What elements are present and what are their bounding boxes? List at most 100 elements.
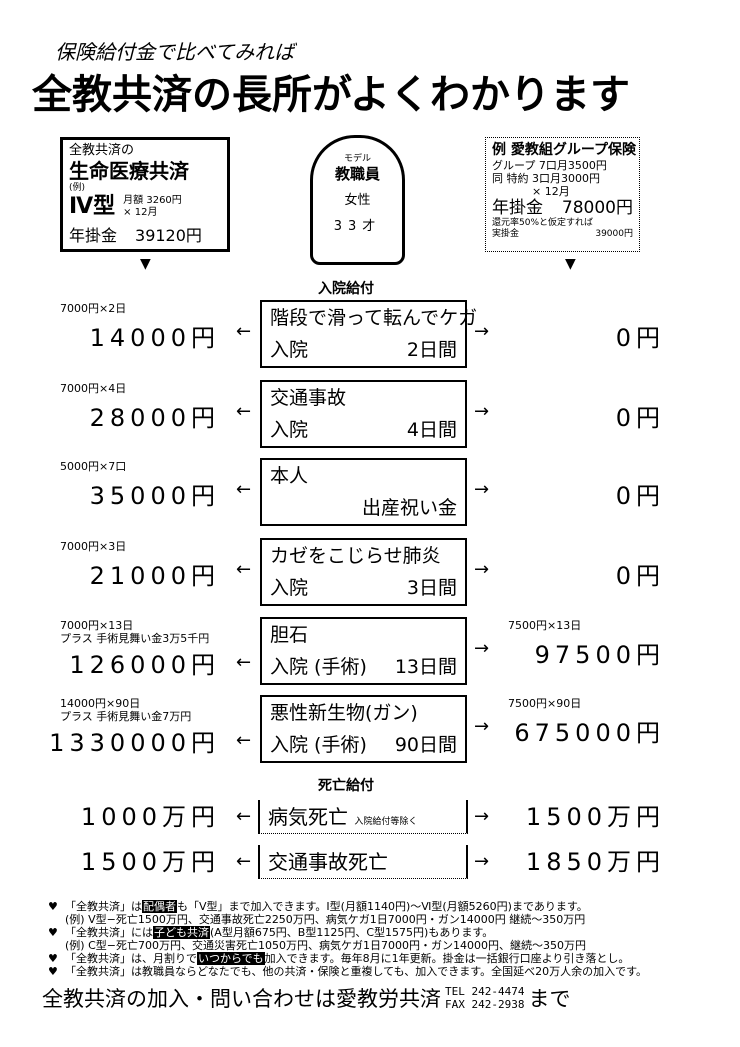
subtitle: 保険給付金で比べてみれば <box>55 40 295 64</box>
note-line: (例) C型−死亡700万円、交通災害死亡1050万円、病気ケガ1日7000円・… <box>65 939 647 952</box>
fax-label: FAX <box>445 998 465 1011</box>
note-text: 加入できます。毎年8月に1年更新。掛金は一括銀行口座より引き落とし。 <box>264 952 630 965</box>
note-line: ♥「全教共済」は配偶者も「V型」まで加入できます。Ⅰ型(月額1140円)～Ⅵ型(… <box>48 900 647 913</box>
plan-line: グループ 7口月3500円 <box>492 159 607 172</box>
case-title: カゼをこじらせ肺炎 <box>270 545 441 567</box>
tel-label: TEL <box>445 985 465 998</box>
heart-icon: ♥ <box>48 965 58 978</box>
model-figure: モデル 教職員 女性 33才 <box>310 135 405 265</box>
left-value: 14000円 <box>89 324 220 352</box>
death-box: 病気死亡 入院給付等除く <box>258 800 468 834</box>
plan-name: 生命医療共済 <box>69 159 189 183</box>
death-note: 入院給付等除く <box>354 817 418 827</box>
case-sub-right: 90日間 <box>394 734 457 756</box>
arrow-right-icon: → <box>474 638 490 659</box>
note-text: (例) V型−死亡1500万円、交通事故死亡2250万円、病気ケガ1日7000円… <box>65 913 586 926</box>
left-value: 28000円 <box>89 404 220 432</box>
note-highlight: 子ども共済 <box>153 926 210 939</box>
left-formula: 14000円×90日 プラス 手術見舞い金7万円 <box>60 697 192 723</box>
note-line: ♥ 「全教共済」は教職員ならどなたでも、他の共済・保険と重複しても、加入できます。… <box>48 965 648 978</box>
arrow-right-icon: → <box>474 716 490 737</box>
footer-text: 全教共済の加入・問い合わせは愛教労共済 <box>42 987 441 1011</box>
model-age: 33才 <box>333 219 382 234</box>
arrow-right-icon: → <box>474 806 490 827</box>
death-box: 交通事故死亡 <box>258 845 468 879</box>
model-gender: 女性 <box>344 193 371 208</box>
case-sub-left: 入院 <box>270 577 309 599</box>
note-line: (例) V型−死亡1500万円、交通事故死亡2250万円、病気ケガ1日7000円… <box>65 913 647 926</box>
plan-times: × 12月 <box>123 207 158 218</box>
arrow-right-icon: → <box>474 401 490 422</box>
note-text: 「全教共済」は <box>65 900 142 913</box>
case-title: 交通事故 <box>270 387 347 409</box>
plan-monthly: 月額 3260円 <box>123 195 182 206</box>
case-sub-right: 2日間 <box>406 339 457 361</box>
notes: ♥「全教共済」は配偶者も「V型」まで加入できます。Ⅰ型(月額1140円)～Ⅵ型(… <box>48 900 648 978</box>
case-title: 本人 <box>270 465 309 487</box>
left-value: 126000円 <box>69 651 220 679</box>
arrow-right-icon: → <box>474 559 490 580</box>
right-value: 0円 <box>615 404 665 432</box>
note-line: ♥ 「全教共済」は、月割りでいつからでも加入できます。毎年8月に1年更新。掛金は一… <box>48 952 647 965</box>
case-title: 階段で滑って転んでケガ <box>270 307 478 329</box>
section-death: 死亡給付 <box>318 778 374 794</box>
arrow-left-icon: ← <box>236 851 252 872</box>
plan-type: Ⅳ型 <box>69 194 116 219</box>
arrow-left-icon: ← <box>236 479 252 500</box>
plan-example: (例) <box>69 183 86 193</box>
note-text: 「全教共済」には <box>65 926 153 939</box>
left-value: 1500万円 <box>80 848 220 876</box>
section-hospital: 入院給付 <box>318 281 374 297</box>
right-value: 0円 <box>615 482 665 510</box>
note-text: 「全教共済」は教職員ならどなたでも、他の共済・保険と重複しても、加入できます。全… <box>65 965 648 978</box>
case-sub-left: 入院 <box>270 339 309 361</box>
case-sub-left: 入院 <box>270 419 309 441</box>
arrow-left-icon: ← <box>236 730 252 751</box>
heart-icon: ♥ <box>48 926 58 939</box>
arrow-right-icon: → <box>474 851 490 872</box>
left-value: 21000円 <box>89 562 220 590</box>
annual-label: 年掛金 <box>69 226 118 245</box>
model-occupation: 教職員 <box>334 165 380 183</box>
page-title: 全教共済の長所がよくわかります <box>32 70 630 120</box>
note-line: ♥ 「全教共済」には子ども共済(A型月額675円、B型1125円、C型1575円)… <box>48 926 647 939</box>
arrow-left-icon: ← <box>236 559 252 580</box>
footer-suffix: まで <box>528 987 571 1011</box>
annual-value: 39120円 <box>135 226 202 245</box>
heart-icon: ♥ <box>48 900 58 913</box>
model-label: モデル <box>343 154 371 164</box>
left-formula: 7000円×13日 プラス 手術見舞い金3万5千円 <box>60 619 210 645</box>
death-title: 交通事故死亡 <box>268 850 388 874</box>
arrow-left-icon: ← <box>236 652 252 673</box>
case-sub-right: 出産祝い金 <box>361 497 457 519</box>
left-value: 1330000円 <box>49 729 220 757</box>
note-text: (例) C型−死亡700万円、交通災害死亡1050万円、病気ケガ1日7000円・… <box>65 939 586 952</box>
arrow-left-icon: ← <box>236 321 252 342</box>
plan-times: × 12月 <box>532 185 570 198</box>
right-value: 675000円 <box>514 719 665 747</box>
plan-line: 全教共済の <box>69 143 135 158</box>
case-box: 胆石入院 (手術)13日間 <box>260 617 467 685</box>
right-value: 0円 <box>615 324 665 352</box>
rebate-note: 還元率50%と仮定すれば <box>492 218 594 228</box>
heart-icon: ♥ <box>48 952 58 965</box>
plan-name: 例 愛教組グループ保険 <box>492 142 637 158</box>
note-highlight: 配偶者 <box>142 900 177 913</box>
note-text: (A型月額675円、B型1125円、C型1575円)もあります。 <box>210 926 494 939</box>
title-highlight: 長所 <box>232 71 312 118</box>
note-text: 「全教共済」は、月割りで <box>65 952 197 965</box>
case-sub-right: 13日間 <box>394 656 457 678</box>
annual-value: 78000円 <box>561 198 633 218</box>
arrow-left-icon: ← <box>236 806 252 827</box>
right-plan-box: 例 愛教組グループ保険 グループ 7口月3500円 同 特約 3口月3000円 … <box>485 137 640 252</box>
case-sub-left: 入院 (手術) <box>270 656 367 678</box>
left-value: 1000万円 <box>80 803 220 831</box>
note-highlight: いつからでも <box>197 952 265 965</box>
arrow-right-icon: → <box>474 321 490 342</box>
right-formula: 7500円×90日 <box>508 697 582 710</box>
right-formula: 7500円×13日 <box>508 619 582 632</box>
